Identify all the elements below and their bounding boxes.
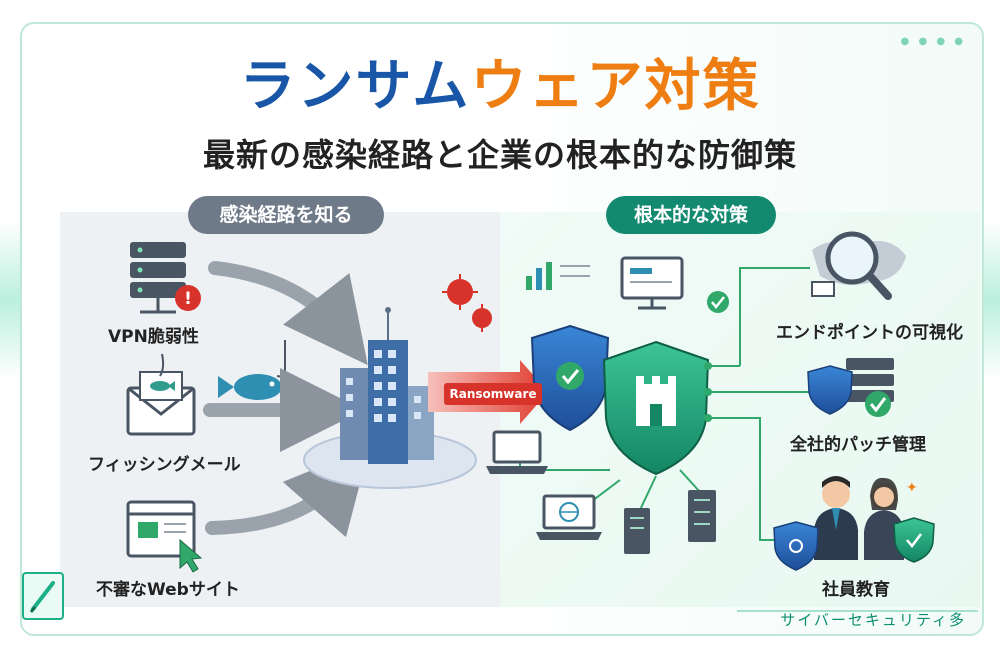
- title-part-orange: ウェア対策: [470, 54, 761, 119]
- item-label-training: 社員教育: [822, 580, 890, 600]
- virus-icon: [442, 274, 492, 332]
- employees-icon: ✦: [773, 476, 935, 571]
- laptop-globe-icon: [536, 494, 602, 540]
- footer-line: [737, 610, 978, 612]
- decorative-dots: ● ● ● ●: [900, 36, 966, 47]
- page-subtitle: 最新の感染経路と企業の根本的な防御策: [202, 136, 797, 174]
- pen-icon: [22, 572, 64, 620]
- footer-text: サイバーセキュリティ多: [780, 611, 966, 629]
- server-warning-icon: !: [130, 242, 201, 314]
- title-part-blue: ランサム: [239, 54, 471, 119]
- blue-shield-icon: [530, 324, 610, 432]
- item-label-patch: 全社的パッチ管理: [790, 435, 926, 455]
- laptop-icon: [486, 430, 548, 474]
- server-tower-icon: [624, 508, 650, 554]
- server-shield-check-icon: [807, 358, 894, 417]
- ransomware-label: Ransomware: [444, 383, 542, 405]
- company-building-icon: [340, 307, 434, 464]
- browser-cursor-icon: [126, 500, 203, 573]
- item-label-vpn: VPN脆弱性: [108, 327, 199, 347]
- page-title: ランサムウェア対策: [0, 52, 1000, 122]
- magnifier-map-icon: [811, 231, 906, 300]
- left-glow: [0, 220, 22, 380]
- check-icon: [707, 291, 729, 313]
- route-arrow-web: [205, 446, 370, 538]
- monitor-icon: [620, 256, 684, 310]
- check-mark: [711, 296, 725, 310]
- item-label-endpoint: エンドポイントの可視化: [776, 323, 963, 343]
- email-phishing-icon: [126, 353, 196, 436]
- svg-text:!: !: [184, 289, 192, 309]
- svg-text:✦: ✦: [906, 480, 918, 496]
- fish-hook-icon: [218, 340, 286, 400]
- bar-chart-icon: [526, 262, 590, 290]
- item-label-website: 不審なWebサイト: [96, 580, 240, 600]
- infection-route-heading: 感染経路を知る: [188, 196, 384, 234]
- route-arrow-vpn: [208, 261, 368, 366]
- countermeasure-heading: 根本的な対策: [606, 196, 776, 234]
- item-label-phishing: フィッシングメール: [88, 455, 241, 475]
- green-castle-shield-icon: [602, 340, 710, 476]
- server-tower-icon-2: [688, 490, 716, 542]
